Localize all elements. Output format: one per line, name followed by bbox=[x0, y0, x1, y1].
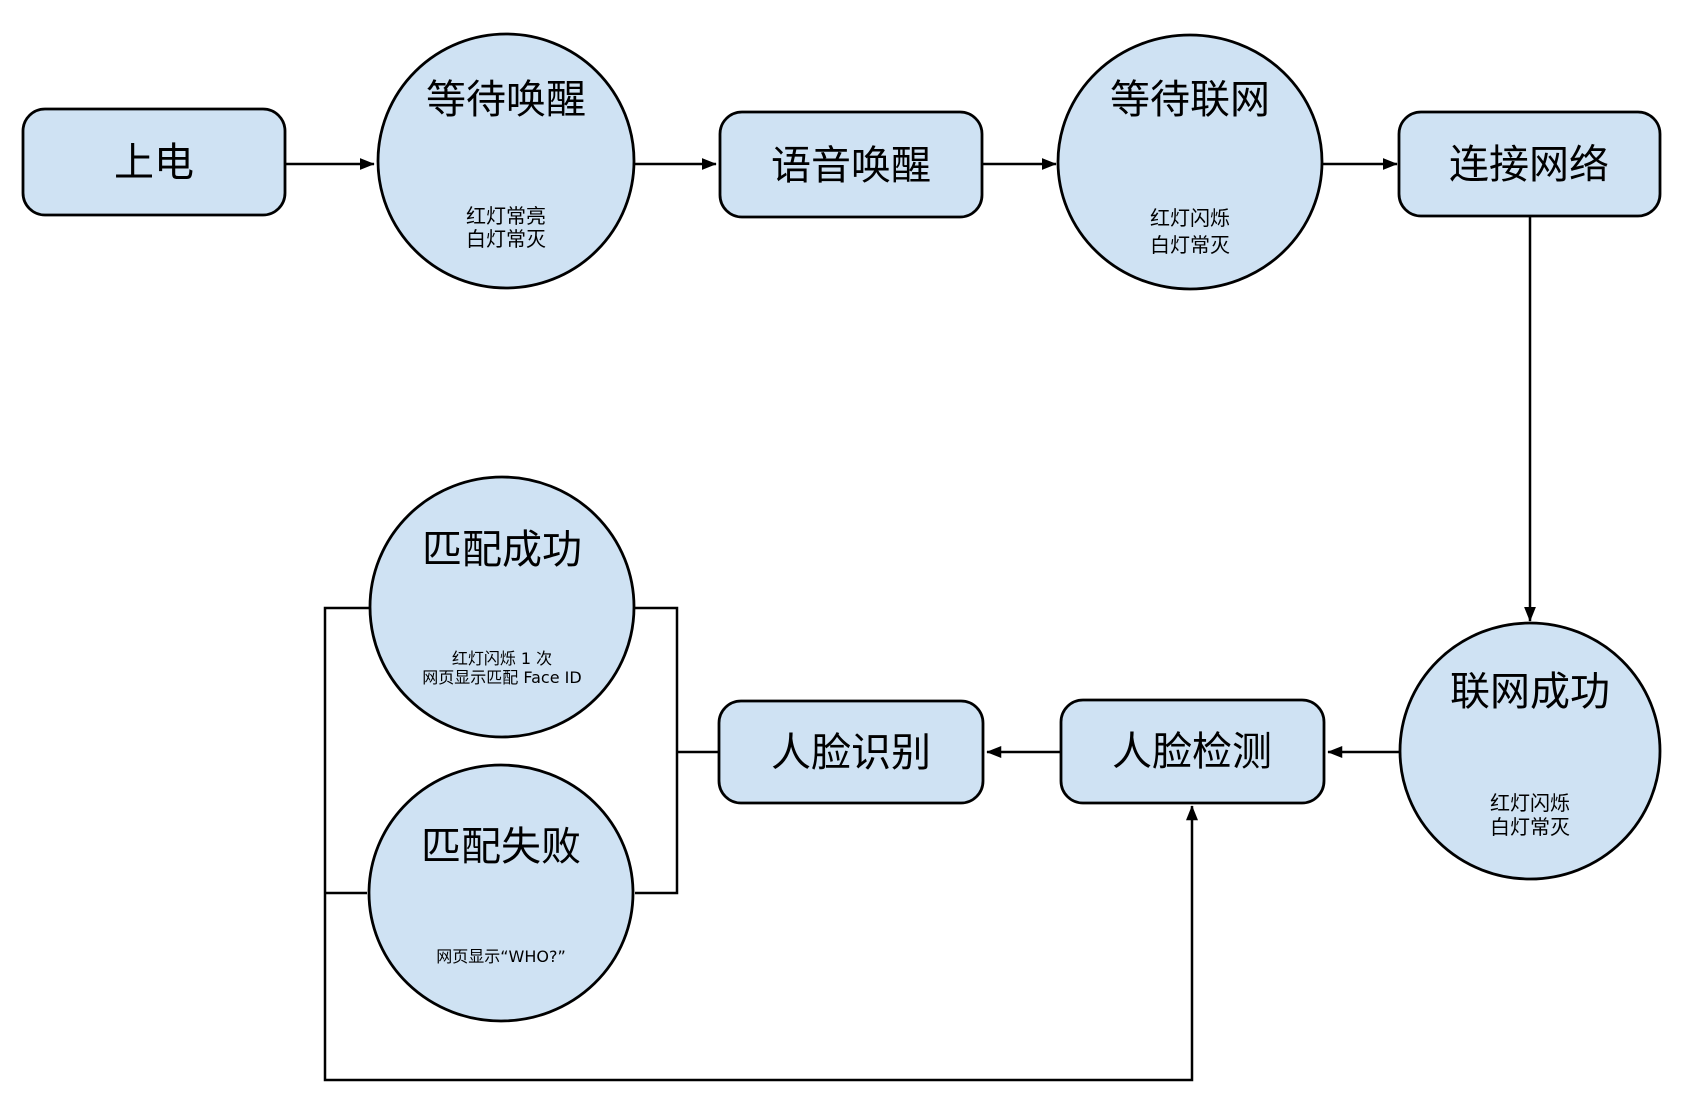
node-voice-wake-label: 语音唤醒 bbox=[771, 143, 931, 189]
node-voice-wake: 语音唤醒 bbox=[718, 110, 984, 219]
node-match-success-status-line-1: 红灯闪烁 1 次 bbox=[452, 649, 552, 668]
node-power-on-label: 上电 bbox=[114, 140, 194, 186]
node-network-success: 联网成功 红灯闪烁 白灯常灭 bbox=[1398, 621, 1662, 881]
node-network-success-status-line-1: 红灯闪烁 bbox=[1490, 791, 1570, 815]
node-network-success-label: 联网成功 bbox=[1450, 669, 1610, 715]
node-face-detect: 人脸检测 bbox=[1059, 698, 1326, 805]
node-connect-network: 连接网络 bbox=[1397, 110, 1662, 218]
node-face-recognize-shape bbox=[717, 699, 985, 805]
node-wait-network-label: 等待联网 bbox=[1110, 77, 1270, 123]
node-wait-network-status-line-1: 红灯闪烁 bbox=[1150, 206, 1230, 230]
edge-loop-back-to-face-detect bbox=[323, 606, 1198, 1082]
node-wait-wake-status-line-2: 白灯常灭 bbox=[466, 227, 546, 251]
node-wait-wake-label: 等待唤醒 bbox=[426, 77, 586, 123]
node-connect-network-label: 连接网络 bbox=[1449, 142, 1609, 188]
node-match-success: 匹配成功 红灯闪烁 1 次 网页显示匹配 Face ID bbox=[368, 475, 636, 739]
node-power-on-shape bbox=[21, 107, 287, 217]
node-wait-wake: 等待唤醒 红灯常亮 白灯常灭 bbox=[376, 32, 636, 290]
node-wait-network-shape bbox=[1056, 33, 1324, 291]
node-match-success-status-line-2: 网页显示匹配 Face ID bbox=[422, 668, 581, 687]
node-wait-network: 等待联网 红灯闪烁 白灯常灭 bbox=[1056, 33, 1324, 291]
node-match-success-label: 匹配成功 bbox=[422, 527, 582, 573]
node-face-detect-shape bbox=[1059, 698, 1326, 805]
node-wait-wake-shape bbox=[376, 32, 636, 290]
node-wait-wake-status-line-1: 红灯常亮 bbox=[466, 204, 546, 228]
node-face-recognize-label: 人脸识别 bbox=[771, 730, 931, 776]
node-connect-network-shape bbox=[1397, 110, 1662, 218]
node-match-fail-shape bbox=[367, 763, 635, 1023]
edge-face-recognize-to-match-results-bracket bbox=[635, 606, 719, 895]
node-face-recognize: 人脸识别 bbox=[717, 699, 985, 805]
node-face-detect-label: 人脸检测 bbox=[1112, 729, 1272, 775]
node-match-success-shape bbox=[368, 475, 636, 739]
node-match-fail: 匹配失败 网页显示“WHO?” bbox=[367, 763, 635, 1023]
node-voice-wake-shape bbox=[718, 110, 984, 219]
node-power-on: 上电 bbox=[21, 107, 287, 217]
node-wait-network-status-line-2: 白灯常灭 bbox=[1150, 233, 1230, 257]
node-network-success-shape bbox=[1398, 621, 1662, 881]
node-match-fail-status-line-1: 网页显示“WHO?” bbox=[436, 947, 566, 966]
node-match-fail-label: 匹配失败 bbox=[421, 824, 581, 870]
node-network-success-status-line-2: 白灯常灭 bbox=[1490, 815, 1570, 839]
